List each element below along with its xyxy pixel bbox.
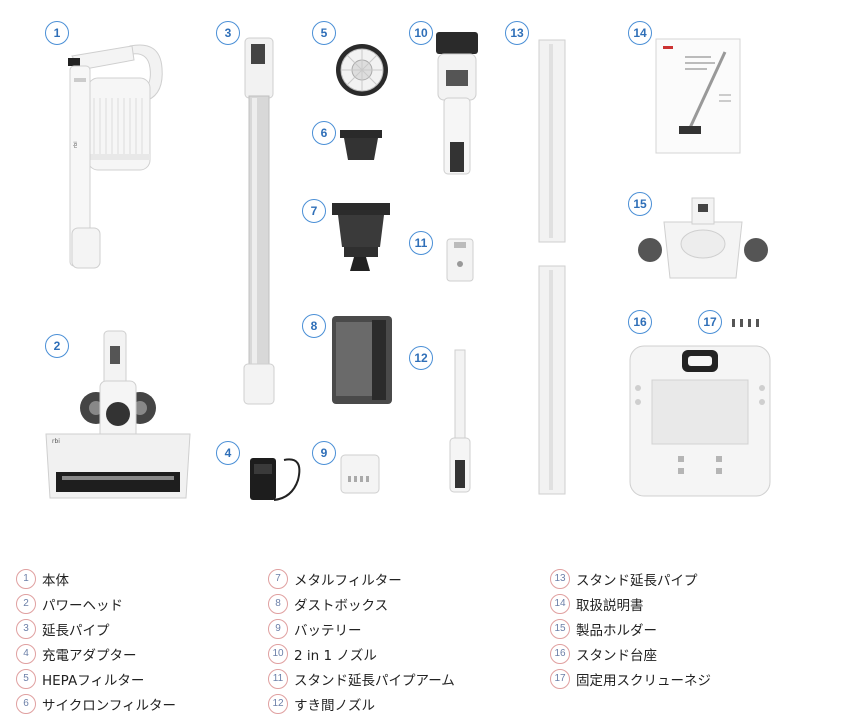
legend-number: 16 — [550, 643, 570, 664]
list-item: 3 延長パイプ — [16, 616, 176, 641]
main-body-image: rbi — [60, 38, 180, 278]
legend-number: 1 — [16, 568, 36, 589]
legend-label: スタンド台座 — [576, 647, 657, 664]
callout-8: 8 — [302, 314, 326, 338]
legend-number: 17 — [550, 668, 570, 689]
legend-number: 13 — [550, 568, 570, 589]
stand-base-image — [628, 344, 772, 498]
legend-number: 15 — [550, 618, 570, 639]
callout-11: 11 — [409, 231, 433, 255]
callout-5: 5 — [312, 21, 336, 45]
legend-number: 9 — [268, 618, 288, 639]
metal-filter-image — [332, 203, 390, 273]
cyclone-filter-image — [340, 130, 382, 162]
list-item: 12 すき間ノズル — [268, 691, 455, 716]
callout-17: 17 — [698, 310, 722, 334]
list-item: 14 取扱説明書 — [550, 591, 711, 616]
list-item: 1 本体 — [16, 566, 176, 591]
legend-number: 6 — [16, 693, 36, 714]
list-item: 11 スタンド延長パイプアーム — [268, 666, 455, 691]
legend-number: 10 — [268, 643, 288, 664]
callout-10: 10 — [409, 21, 433, 45]
legend-number: 8 — [268, 593, 288, 614]
legend-label: 2 in 1 ノズル — [294, 647, 377, 664]
legend-number: 11 — [268, 668, 288, 689]
product-holder-image — [636, 194, 770, 284]
legend-column-2: 7 メタルフィルター 8 ダストボックス 9 バッテリー 10 2 in 1 ノズル 1… — [268, 566, 455, 716]
callout-15: 15 — [628, 192, 652, 216]
legend-label: メタルフィルター — [294, 572, 402, 589]
list-item: 2 パワーヘッド — [16, 591, 176, 616]
callout-1: 1 — [45, 21, 69, 45]
legend-label: 本体 — [42, 572, 69, 589]
list-item: 8 ダストボックス — [268, 591, 455, 616]
callout-4: 4 — [216, 441, 240, 465]
list-item: 7 メタルフィルター — [268, 566, 455, 591]
callout-6: 6 — [312, 121, 336, 145]
instruction-manual-image — [655, 38, 741, 154]
dust-box-image — [330, 314, 394, 406]
list-item: 9 バッテリー — [268, 616, 455, 641]
callout-9: 9 — [312, 441, 336, 465]
legend-number: 3 — [16, 618, 36, 639]
svg-text:rbi: rbi — [73, 141, 79, 148]
legend-label: すき間ノズル — [294, 697, 375, 714]
legend-label: ダストボックス — [294, 597, 389, 614]
callout-16: 16 — [628, 310, 652, 334]
callout-14: 14 — [628, 21, 652, 45]
list-item: 6 サイクロンフィルター — [16, 691, 176, 716]
callout-13: 13 — [505, 21, 529, 45]
stand-pipe-arm-image — [446, 238, 474, 282]
legend-label: HEPAフィルター — [42, 672, 145, 689]
legend-label: 取扱説明書 — [576, 597, 644, 614]
callout-7: 7 — [302, 199, 326, 223]
callout-2: 2 — [45, 334, 69, 358]
legend-label: パワーヘッド — [42, 597, 123, 614]
legend-column-3: 13 スタンド延長パイプ 14 取扱説明書 15 製品ホルダー 16 スタンド台座 17… — [550, 566, 711, 691]
legend-label: 製品ホルダー — [576, 622, 657, 639]
extension-pipe-image — [240, 37, 280, 408]
list-item: 15 製品ホルダー — [550, 616, 711, 641]
callout-12: 12 — [409, 346, 433, 370]
battery-image — [340, 454, 380, 494]
legend-label: サイクロンフィルター — [42, 697, 177, 714]
legend-number: 14 — [550, 593, 570, 614]
legend-number: 7 — [268, 568, 288, 589]
stand-pipe-image — [537, 39, 569, 496]
svg-text:rbi: rbi — [52, 438, 60, 445]
fixing-screws-image — [732, 318, 762, 328]
hepa-filter-image — [334, 42, 390, 98]
legend-number: 5 — [16, 668, 36, 689]
crevice-nozzle-image — [447, 349, 473, 495]
list-item: 10 2 in 1 ノズル — [268, 641, 455, 666]
charging-adapter-image — [244, 450, 308, 510]
legend-column-1: 1 本体 2 パワーヘッド 3 延長パイプ 4 充電アダプター 5 HEPAフィルター 6… — [16, 566, 176, 716]
power-head-image: rbi — [44, 326, 194, 501]
legend-number: 4 — [16, 643, 36, 664]
legend-number: 2 — [16, 593, 36, 614]
parts-legend: 1 本体 2 パワーヘッド 3 延長パイプ 4 充電アダプター 5 HEPAフィルター 6… — [0, 566, 862, 716]
list-item: 16 スタンド台座 — [550, 641, 711, 666]
list-item: 13 スタンド延長パイプ — [550, 566, 711, 591]
list-item: 17 固定用スクリューネジ — [550, 666, 711, 691]
callout-3: 3 — [216, 21, 240, 45]
legend-label: スタンド延長パイプアーム — [294, 672, 455, 689]
legend-label: バッテリー — [294, 622, 362, 639]
legend-label: スタンド延長パイプ — [576, 572, 698, 589]
list-item: 4 充電アダプター — [16, 641, 176, 666]
legend-label: 充電アダプター — [42, 647, 137, 664]
legend-label: 固定用スクリューネジ — [576, 672, 711, 689]
two-in-one-nozzle-image — [432, 32, 482, 177]
legend-number: 12 — [268, 693, 288, 714]
list-item: 5 HEPAフィルター — [16, 666, 176, 691]
legend-label: 延長パイプ — [42, 622, 110, 639]
